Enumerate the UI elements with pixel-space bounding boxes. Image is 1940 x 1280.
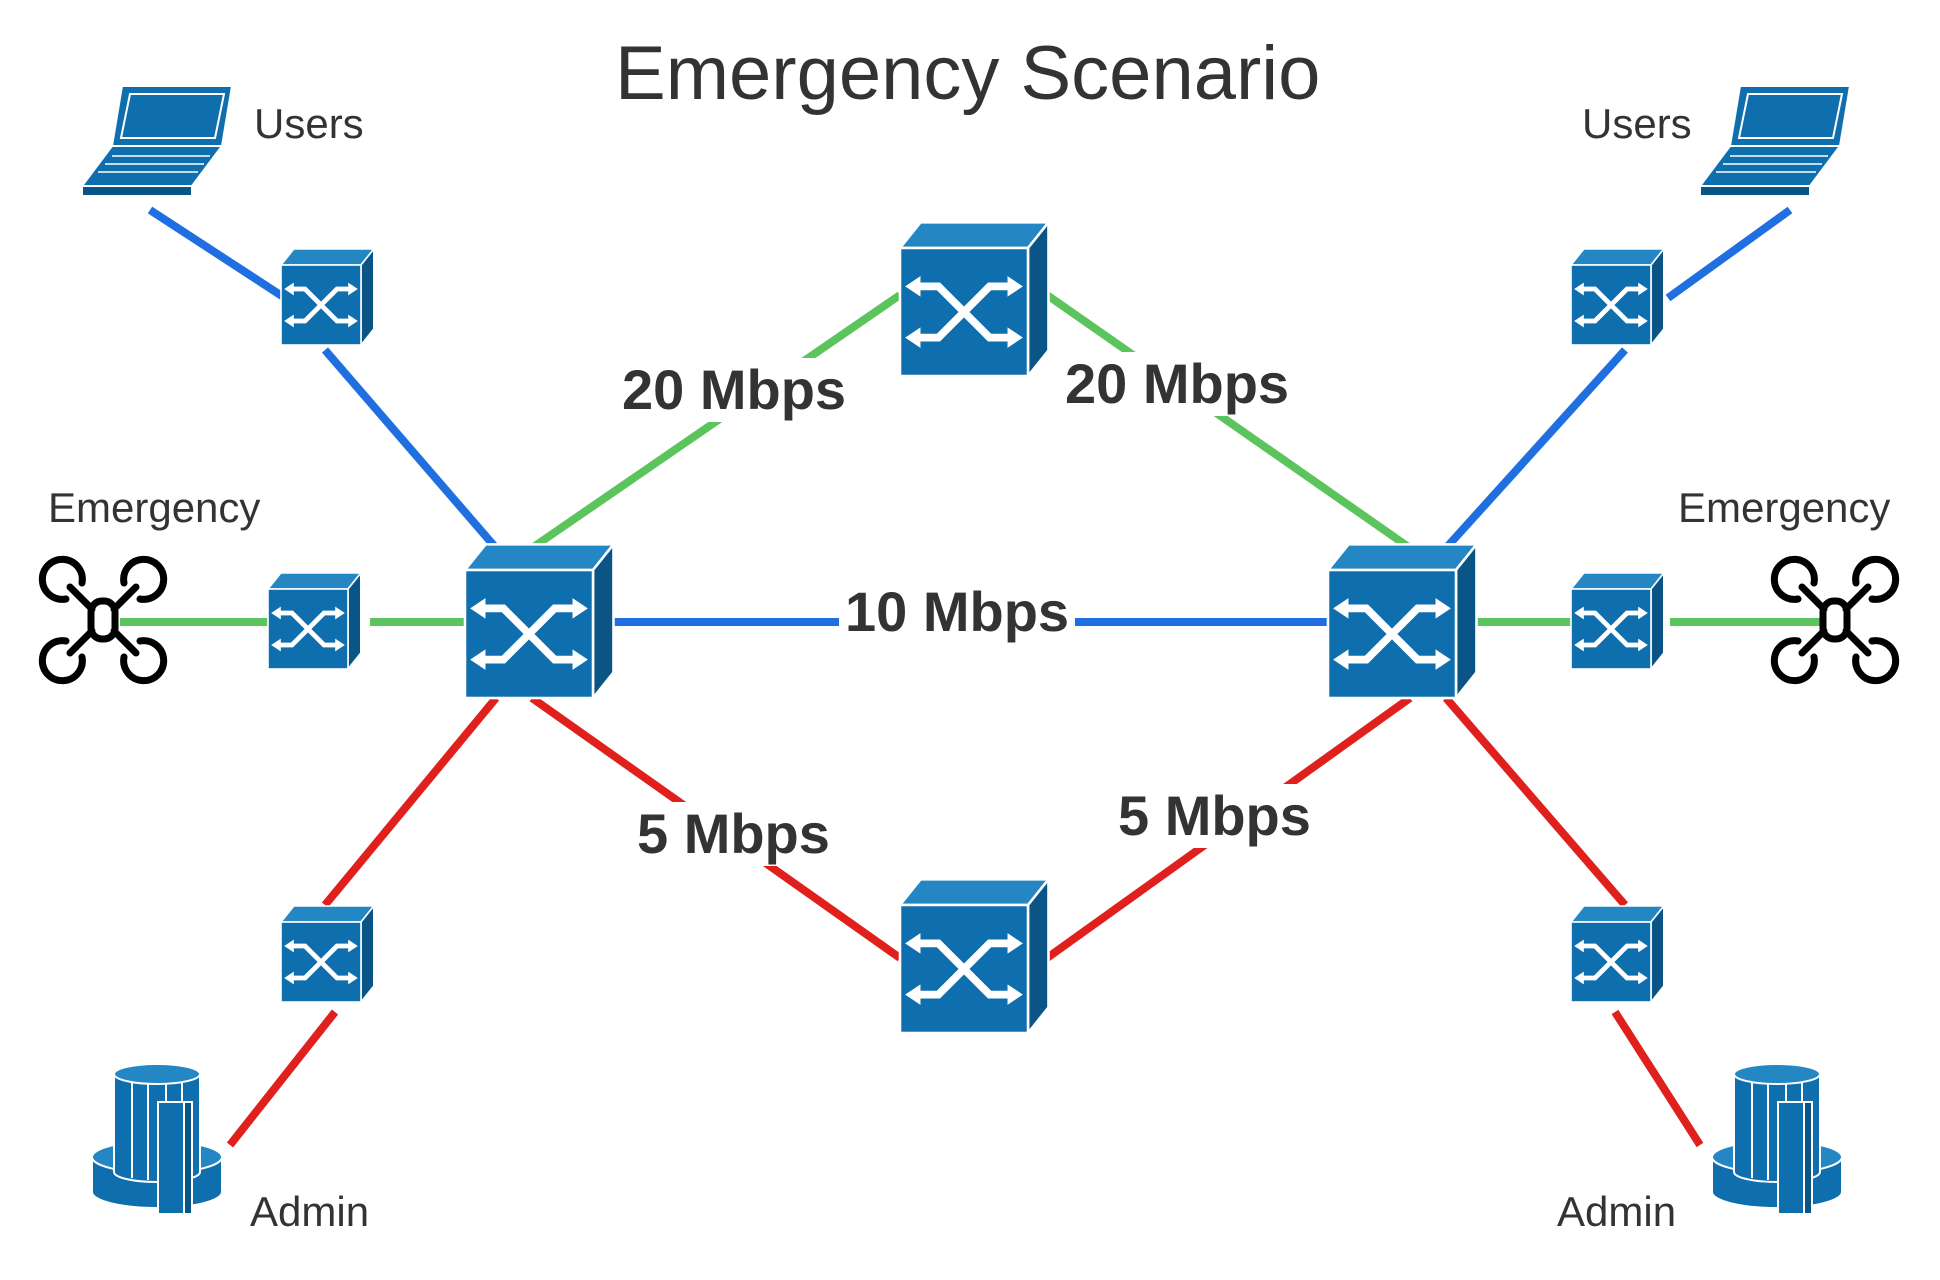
link-right-admin-lower xyxy=(1611,1009,1704,1148)
bandwidth-label-bottom-left: 5 Mbps xyxy=(631,802,836,867)
switch-icon xyxy=(1571,573,1664,669)
link-left-admin-upper xyxy=(321,695,500,908)
switch-icon xyxy=(900,222,1048,376)
label-left-admin: Admin xyxy=(250,1188,370,1235)
switch-icon xyxy=(1571,249,1664,345)
switch-icon xyxy=(465,544,613,698)
switch-icon xyxy=(1571,906,1664,1002)
link-left-admin-lower xyxy=(226,1009,339,1148)
label-right-emergency: Emergency xyxy=(1678,484,1891,531)
switch-icon xyxy=(1328,544,1476,698)
switch-icon xyxy=(281,249,374,345)
laptop-icon xyxy=(1699,85,1851,197)
link-left-users-lower xyxy=(321,347,500,551)
bandwidth-label-top-right: 20 Mbps xyxy=(1059,352,1296,417)
bandwidth-label-bottom-right: 5 Mbps xyxy=(1112,784,1317,849)
switch-icon xyxy=(268,573,361,669)
link-right-users-lower xyxy=(1443,347,1628,551)
label-left-users: Users xyxy=(254,100,364,147)
bandwidth-label-top-left: 20 Mbps xyxy=(616,358,853,423)
link-right-users-upper xyxy=(1665,206,1793,302)
link-top-right xyxy=(1044,291,1413,552)
server-icon xyxy=(91,1063,223,1215)
server-icon xyxy=(1711,1063,1843,1215)
switch-icon xyxy=(281,906,374,1002)
page-title: Emergency Scenario xyxy=(615,31,1321,116)
label-left-emergency: Emergency xyxy=(48,484,261,531)
switch-icon xyxy=(900,879,1048,1033)
label-right-users: Users xyxy=(1582,100,1692,147)
link-left-users-upper xyxy=(147,206,288,302)
bandwidth-label-middle: 10 Mbps xyxy=(839,580,1076,645)
link-right-admin-upper xyxy=(1442,695,1629,908)
label-right-admin: Admin xyxy=(1557,1188,1677,1235)
laptop-icon xyxy=(81,85,233,197)
